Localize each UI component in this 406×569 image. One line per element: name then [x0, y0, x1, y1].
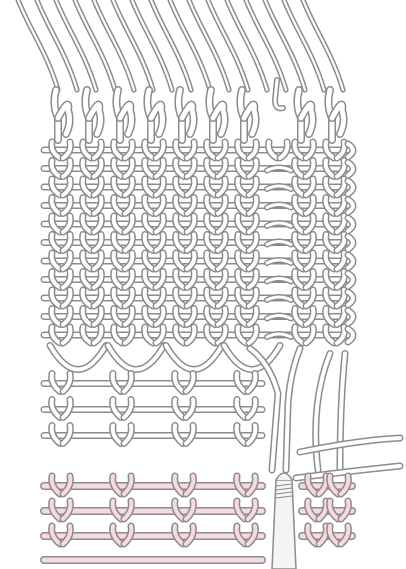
stitch: [267, 168, 291, 171]
stitch: [267, 242, 291, 245]
stitch: [267, 297, 291, 300]
stitch: [267, 205, 291, 208]
stitch: [267, 223, 291, 226]
stitch: [267, 334, 291, 337]
stitch: [267, 316, 291, 319]
stitch: [267, 260, 291, 263]
stitch: [267, 186, 291, 189]
stitch: [267, 279, 291, 282]
knitting-needle: [272, 473, 296, 569]
